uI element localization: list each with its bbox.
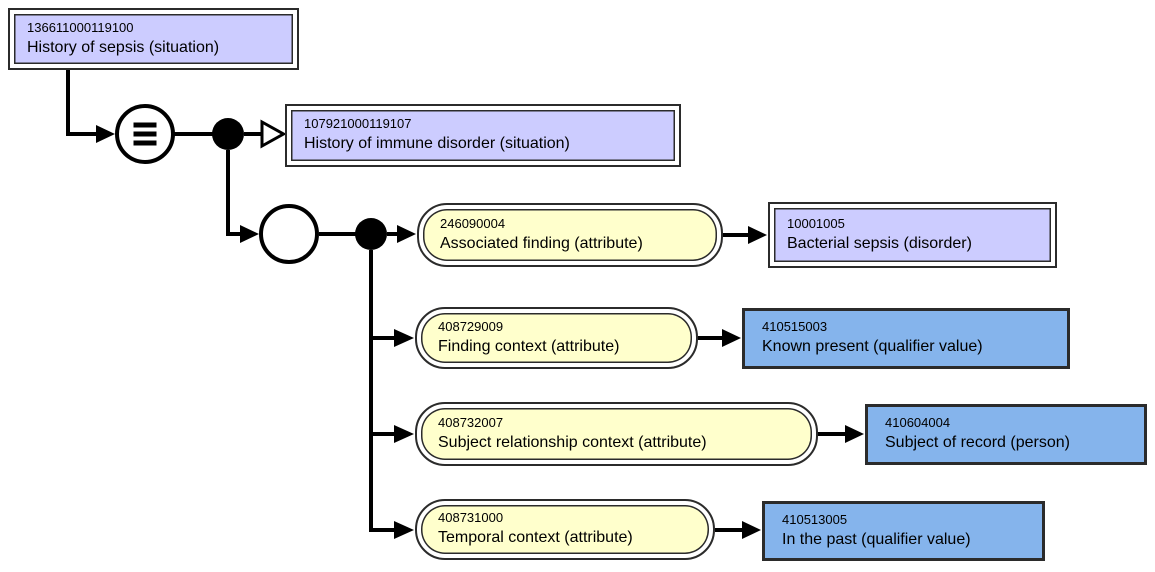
value-node-subject-of-record: 410604004 Subject of record (person): [865, 404, 1147, 465]
value4-connector: [715, 521, 761, 539]
definition-conjunction-connector: [173, 118, 244, 150]
concept-id: 107921000119107: [304, 116, 412, 131]
conjunction-dot: [212, 118, 244, 150]
attribute1-connector: [387, 225, 416, 243]
attribute-term: Associated finding (attribute): [440, 234, 643, 252]
concept-id: 10001005: [787, 215, 845, 231]
value-node-in-the-past: 410513005 In the past (qualifier value): [762, 501, 1045, 561]
attribute-node-associated-finding: 246090004 Associated finding (attribute): [417, 203, 723, 267]
concept-term: History of sepsis (situation): [27, 38, 220, 56]
attribute-id: 246090004: [440, 215, 506, 231]
attribute-term: Finding context (attribute): [438, 337, 620, 355]
qualifier-id: 410604004: [885, 415, 951, 430]
qualifier-term: Subject of record (person): [885, 434, 1070, 451]
attribute-node-subject-relationship-context: 408732007 Subject relationship context (…: [415, 402, 818, 466]
qualifier-id: 410513005: [782, 511, 848, 527]
isa-arrow: [244, 119, 287, 149]
value3-connector: [818, 425, 864, 443]
value-node-bacterial-sepsis: 10001005 Bacterial sepsis (disorder): [768, 202, 1057, 268]
qualifier-id: 410515003: [762, 319, 828, 334]
attribute-id: 408732007: [438, 414, 504, 430]
concept-term: History of immune disorder (situation): [304, 135, 570, 152]
value1-connector: [723, 226, 767, 244]
group-connector: [226, 150, 387, 264]
parent-concept-node: 107921000119107 History of immune disord…: [285, 104, 681, 167]
group-conjunction-dot: [355, 218, 387, 250]
attribute-trunk-connector: [369, 250, 414, 539]
qualifier-term: Known present (qualifier value): [762, 338, 983, 355]
attribute-term: Temporal context (attribute): [438, 529, 633, 546]
attribute-term: Subject relationship context (attribute): [438, 433, 707, 451]
attribute-group-circle: [259, 204, 319, 264]
focus-to-definition-connector: [66, 70, 115, 143]
concept-id: 136611000119100: [27, 19, 134, 35]
value2-connector: [698, 329, 741, 347]
attribute-node-finding-context: 408729009 Finding context (attribute): [415, 307, 698, 369]
equivalent-to-icon: [115, 104, 175, 164]
attribute-id: 408729009: [438, 318, 504, 334]
focus-concept-node: 136611000119100 History of sepsis (situa…: [8, 8, 299, 70]
qualifier-term: In the past (qualifier value): [782, 530, 971, 548]
attribute-id: 408731000: [438, 510, 504, 525]
attribute-node-temporal-context: 408731000 Temporal context (attribute): [415, 499, 715, 560]
value-node-known-present: 410515003 Known present (qualifier value…: [742, 308, 1070, 369]
concept-term: Bacterial sepsis (disorder): [787, 234, 972, 252]
